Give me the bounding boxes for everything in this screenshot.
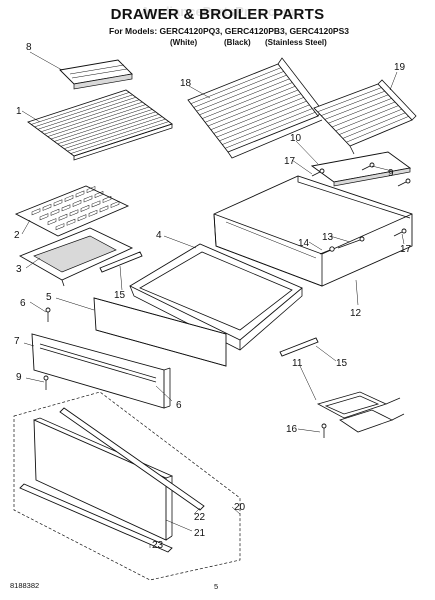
variant-white: (White) <box>170 38 198 47</box>
callout-9: 9 <box>388 168 394 179</box>
callout-6: 6 <box>20 298 26 309</box>
callout-8: 8 <box>26 42 32 53</box>
callout-3: 3 <box>16 264 22 275</box>
callout-15: 15 <box>336 358 348 369</box>
screws-17-9-top <box>311 162 411 187</box>
part-15-rail-left <box>99 251 143 273</box>
page-number: 5 <box>214 582 219 591</box>
part-19-small-rack <box>313 79 417 155</box>
callout-17: 17 <box>400 244 412 255</box>
variant-black: (Black) <box>224 38 251 47</box>
part-12-drawer-housing <box>213 175 413 287</box>
callout-22: 22 <box>194 512 206 523</box>
callout-14: 14 <box>298 238 310 249</box>
callout-9: 9 <box>16 372 22 383</box>
part-5-inner-panel <box>93 297 227 367</box>
callout-11: 11 <box>292 358 303 369</box>
callout-21: 21 <box>194 528 206 539</box>
callout-7: 7 <box>14 336 20 347</box>
part-8-small-shelf <box>59 59 133 90</box>
part-20-trim-assembly <box>13 391 241 581</box>
callout-23: 23 <box>152 540 164 551</box>
part-1-oven-rack <box>27 89 173 161</box>
document-number: 8188382 <box>10 581 40 590</box>
part-18-broiler-rack <box>187 57 323 159</box>
callout-19: 19 <box>394 62 406 73</box>
page-title: DRAWER & BROILER PARTS <box>110 6 325 23</box>
callout-13: 13 <box>322 232 334 243</box>
part-10-rear-panel <box>310 151 412 187</box>
screws-13-14 <box>319 228 407 255</box>
part-15-rail-right <box>279 337 319 357</box>
callout-6: 6 <box>176 400 182 411</box>
part-21-trim-panel <box>33 417 174 541</box>
callout-10: 10 <box>290 133 302 144</box>
callout-18: 18 <box>180 78 192 89</box>
part-16-screw <box>321 423 327 438</box>
variant-stainless: (Stainless Steel) <box>265 38 327 47</box>
part-22-strip <box>59 407 205 511</box>
callout-4: 4 <box>156 230 162 241</box>
callout-1: 1 <box>16 106 22 117</box>
part-4-drawer-tray <box>129 243 303 351</box>
part-2-broiler-grid <box>14 185 130 237</box>
callout-17: 17 <box>284 156 296 167</box>
callout-12: 12 <box>350 308 362 319</box>
part-3-broiler-pan <box>18 227 134 287</box>
part-7-drawer-front <box>31 333 171 409</box>
part-11-broil-element <box>316 391 405 433</box>
leader-lines <box>21 51 405 548</box>
callout-15: 15 <box>114 290 126 301</box>
models-line: For Models: GERC4120PQ3, GERC4120PB3, GE… <box>109 26 349 36</box>
callout-20: 20 <box>234 502 246 513</box>
part-9-screw <box>43 375 49 390</box>
callout-16: 16 <box>286 424 298 435</box>
watermark: AppliancePartsPros.com <box>140 4 295 19</box>
callout-5: 5 <box>46 292 52 303</box>
part-23-bottom-strip <box>19 483 173 553</box>
callout-2: 2 <box>14 230 20 241</box>
